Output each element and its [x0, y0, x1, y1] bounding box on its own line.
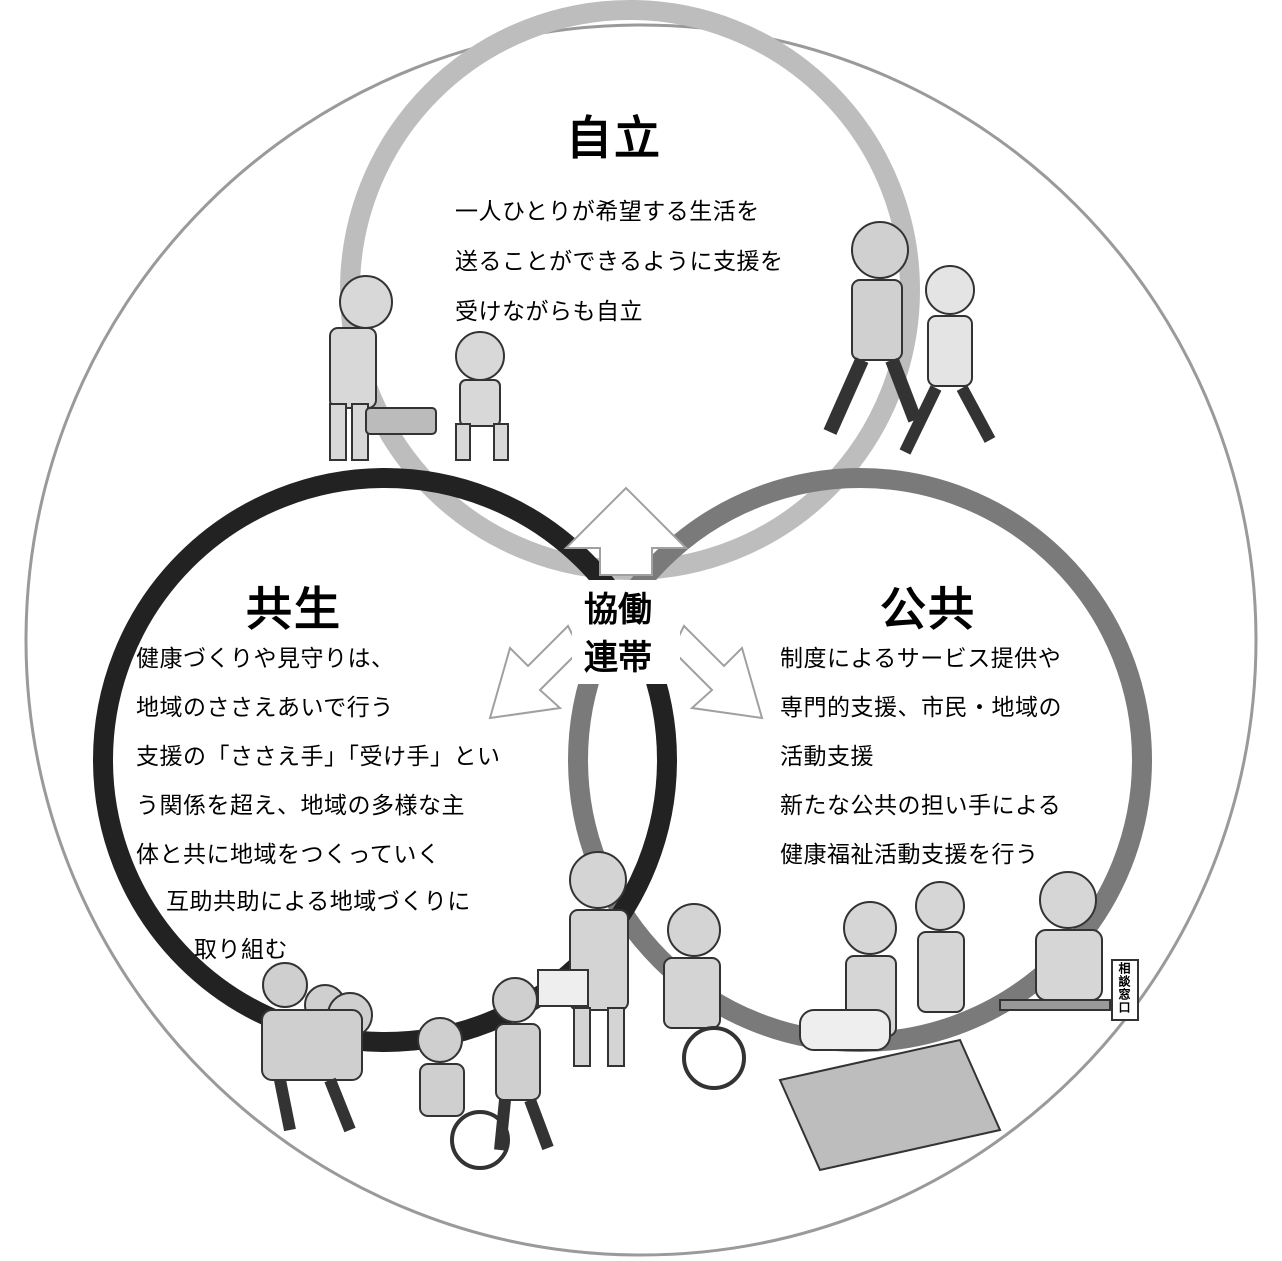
- kyosei-title: 共生: [246, 582, 342, 636]
- ring-kyosei: [93, 468, 677, 1052]
- illustration-runners: [823, 221, 996, 455]
- center-arrows: [488, 486, 764, 720]
- kyosei-line-6: 互助共助による地域づくりに: [166, 889, 471, 915]
- illustration-care-worker: [537, 851, 746, 1090]
- kokyo-line-3: 活動支援: [780, 744, 874, 770]
- kyosei-line-4: う関係を超え、地域の多様な主: [136, 793, 465, 819]
- arrow-up: [563, 486, 689, 576]
- arrow-right: [670, 624, 764, 720]
- jiritsu-line-1: 一人ひとりが希望する生活を: [455, 199, 760, 225]
- kyosei-line-5: 体と共に地域をつくっていく: [136, 842, 441, 868]
- illustration-evacuation-group: [261, 962, 554, 1170]
- kokyo-line-4: 新たな公共の担い手による: [780, 793, 1062, 819]
- center-label-kyodo: 協働: [584, 590, 652, 630]
- illustration-support-staff: [778, 871, 1139, 1172]
- center-label-rentai: 連帯: [584, 638, 652, 678]
- kyosei-line-2: 地域のささえあいで行う: [136, 695, 394, 721]
- kokyo-line-2: 専門的支援、市民・地域の: [780, 695, 1062, 721]
- outer-circle: [24, 23, 1258, 1257]
- kyosei-line-3: 支援の「ささえ手」「受け手」とい: [136, 744, 501, 770]
- jiritsu-line-2: 送ることができるように支援を: [455, 249, 784, 275]
- jiritsu-line-3: 受けながらも自立: [455, 299, 643, 325]
- kyosei-line-1: 健康づくりや見守りは、: [136, 646, 395, 672]
- arrow-left: [488, 624, 582, 720]
- consult-sign-text: 相談窓口: [1117, 962, 1131, 1014]
- kokyo-line-5: 健康福祉活動支援を行う: [780, 842, 1039, 868]
- kokyo-line-1: 制度によるサービス提供や: [780, 646, 1062, 672]
- center-backdrop: [572, 580, 680, 684]
- kokyo-title: 公共: [880, 582, 976, 636]
- illustration-woman-child: [329, 275, 509, 461]
- jiritsu-title: 自立: [566, 111, 662, 165]
- kyosei-line-7: 取り組む: [194, 937, 288, 963]
